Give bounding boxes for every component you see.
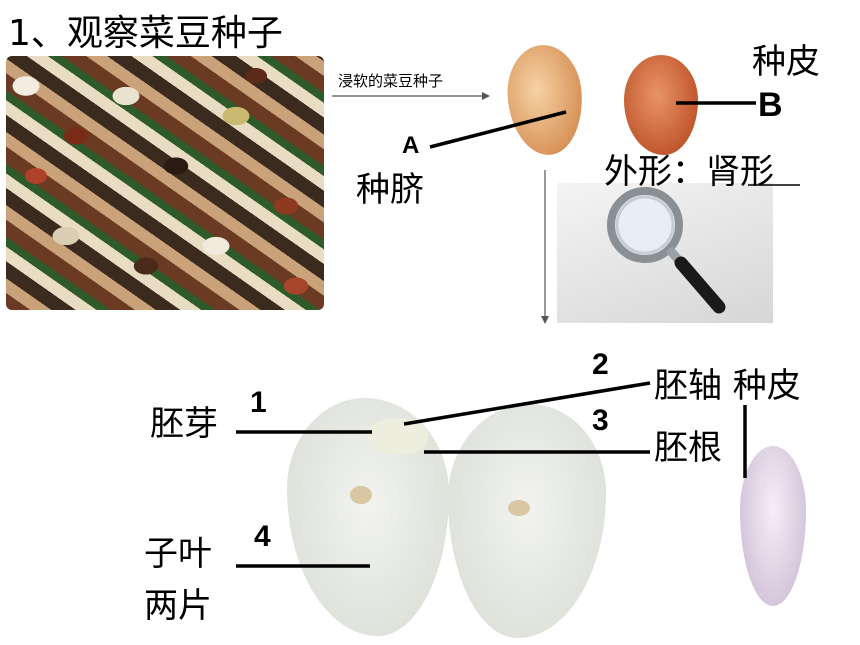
magnifier-photo [557,183,773,323]
number-1: 1 [250,386,267,419]
radicle-label: 胚根 [654,428,722,468]
cotyledon-mark-left [350,486,372,504]
shape-label: 外形：肾形 [604,152,774,192]
embryo-bud-shape [368,418,428,454]
arrow-caption: 浸软的菜豆种子 [338,72,444,90]
number-3: 3 [592,404,609,437]
cotyledon-mark-right [508,500,530,516]
hypocotyl-coat-label: 胚轴 种皮 [654,366,801,406]
label-a: A [402,132,420,159]
plumule-label: 胚芽 [150,404,218,444]
seed-coat-label: 种皮 [752,42,820,82]
page-title: 1、观察菜豆种子 [8,13,283,54]
number-4: 4 [254,520,271,553]
magnifier-icon [607,187,726,314]
hilum-label: 种脐 [356,170,424,210]
label-b: B [758,86,783,124]
number-2: 2 [592,348,609,381]
beans-photo [6,56,324,310]
seed-coat-photo [624,55,698,155]
cotyledon-label-line1: 子叶 [144,534,212,574]
peeled-coat-photo [740,446,806,606]
cotyledon-label-line2: 两片 [144,586,212,626]
